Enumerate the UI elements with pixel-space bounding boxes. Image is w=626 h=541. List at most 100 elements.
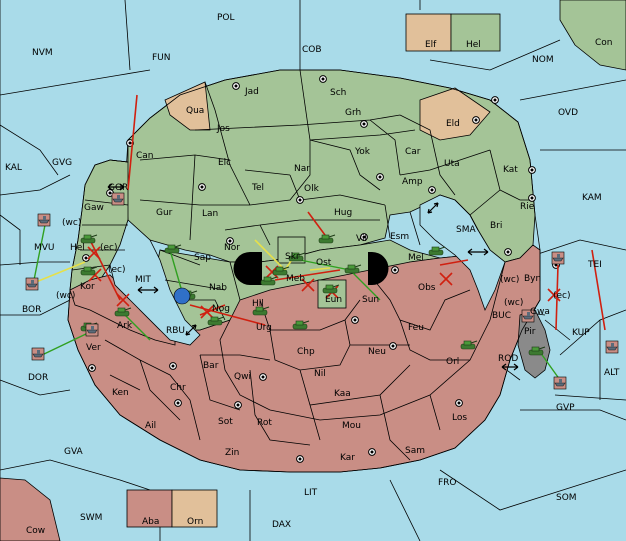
label-mit: MIT (135, 275, 151, 285)
label-bri: Bri (490, 221, 502, 231)
tank-icon[interactable] (318, 234, 336, 244)
supply-center-icon (232, 82, 240, 90)
label-jos: Jos (216, 124, 230, 134)
label-ver: Ver (86, 343, 101, 353)
supply-center-icon (455, 399, 463, 407)
label-elc: Elc (218, 158, 231, 168)
label-nar: Nar (294, 164, 310, 174)
tank-icon[interactable] (114, 307, 132, 317)
fleet-icon[interactable] (521, 309, 535, 323)
fleet-icon[interactable] (173, 287, 191, 305)
label-hug: Hug (334, 208, 352, 218)
supply-center-icon (389, 342, 397, 350)
tank-icon[interactable] (322, 284, 340, 294)
fleet-icon[interactable] (25, 277, 39, 291)
label-kat: Kat (503, 165, 518, 175)
label-swm: SWM (80, 513, 102, 523)
label-ovd: OVD (558, 108, 578, 118)
tank-icon[interactable] (80, 266, 98, 276)
tank-icon[interactable] (528, 346, 546, 356)
supply-center-icon (504, 248, 512, 256)
supply-center-icon (360, 233, 368, 241)
label-tei: TEI (587, 260, 602, 270)
tank-icon[interactable] (252, 306, 270, 316)
bounce-x-icon (200, 305, 214, 319)
bounce-x-icon (301, 278, 315, 292)
tank-icon[interactable] (460, 340, 478, 350)
label-ost: Ost (316, 258, 332, 268)
fleet-icon[interactable] (605, 340, 619, 354)
label-obs: Obs (418, 283, 436, 293)
tank-icon[interactable] (164, 244, 182, 254)
label-ail: Ail (145, 421, 156, 431)
bounce-x-icon (116, 293, 130, 307)
supply-center-icon (234, 401, 242, 409)
bounce-x-icon (87, 246, 101, 260)
label-esm: Esm (390, 232, 409, 242)
label-gva: GVA (64, 447, 84, 457)
label-kor-wc: (wc) (56, 291, 75, 301)
label-ark: Ark (117, 321, 133, 331)
label-kam: KAM (582, 193, 602, 203)
label-byn-wc: (wc) (500, 275, 519, 285)
fleet-icon[interactable] (111, 192, 125, 206)
province-cow (0, 477, 61, 541)
label-hil: Hil (252, 299, 264, 309)
label-mou: Mou (342, 421, 361, 431)
province-eun-box (317, 279, 347, 309)
label-gor-wc: (wc) (62, 218, 81, 228)
double-arrows (107, 183, 519, 371)
label-urg: Urg (256, 323, 272, 333)
legend-label-hel: Hel (466, 40, 481, 50)
tank-icon[interactable] (80, 234, 98, 244)
supply-center-icon (472, 116, 480, 124)
province-pir (517, 309, 551, 379)
supply-center-icon (88, 364, 96, 372)
label-bor: BOR (22, 305, 41, 315)
label-tel: Tel (251, 183, 264, 193)
label-nvm: NVM (32, 48, 53, 58)
legend-label-elf: Elf (425, 40, 437, 50)
legend-top (405, 13, 501, 52)
label-kup: KUP (572, 328, 590, 338)
supply-center-icon (296, 196, 304, 204)
tank-icon[interactable] (344, 264, 362, 274)
fleet-icon[interactable] (31, 347, 45, 361)
label-kaa: Kaa (334, 389, 351, 399)
tunnel-west (233, 252, 262, 285)
tank-icon[interactable] (288, 252, 306, 262)
label-nom: NOM (532, 55, 554, 65)
legend-label-orn: Orn (187, 517, 203, 527)
label-gaw: Gaw (84, 203, 104, 213)
label-lan: Lan (202, 209, 218, 219)
tank-icon[interactable] (428, 246, 446, 256)
tank-icon[interactable] (272, 266, 290, 276)
label-hel: Hel (70, 243, 85, 253)
label-pir: Pir (524, 327, 536, 337)
tank-icon[interactable] (260, 276, 278, 286)
supply-center-icon (106, 189, 114, 197)
label-sch: Sch (330, 88, 346, 98)
tank-icon[interactable] (292, 320, 310, 330)
province-con (559, 0, 626, 71)
tank-icon[interactable] (207, 316, 225, 326)
label-sot: Sot (218, 417, 233, 427)
tunnel-east (368, 252, 389, 285)
label-eun: Eun (325, 295, 342, 305)
label-sap: Sap (194, 253, 211, 263)
fleet-icon[interactable] (551, 251, 565, 265)
units (25, 192, 619, 390)
fleet-icon[interactable] (37, 213, 51, 227)
label-gwa-wc: (wc) (504, 298, 523, 308)
supply-center-icon (391, 266, 399, 274)
fleet-icon[interactable] (85, 323, 99, 337)
label-car: Car (405, 147, 421, 157)
label-lit: LIT (304, 488, 318, 498)
province-borders (71, 69, 535, 461)
supply-center-icon (319, 75, 327, 83)
label-nor: Nor (224, 243, 240, 253)
label-kor-ec: (ec) (108, 265, 126, 275)
label-nab: Nab (209, 283, 227, 293)
fleet-icon[interactable] (553, 376, 567, 390)
